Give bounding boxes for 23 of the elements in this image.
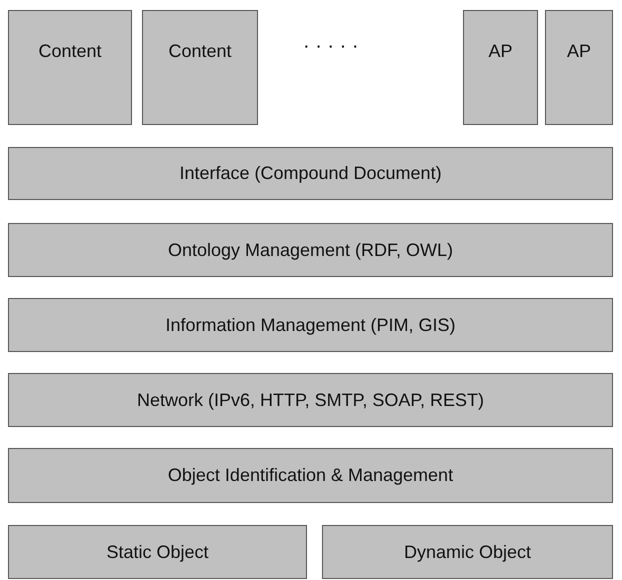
layer-label: Object Identification & Management [168,465,454,486]
ellipsis-text: · · · · · [303,35,359,58]
layer-label: Ontology Management (RDF, OWL) [168,240,454,260]
layer-label: Interface (Compound Document) [179,163,442,184]
layer-label: Dynamic Object [404,542,532,562]
layer-label: AP [566,41,591,62]
layer-band [8,147,613,200]
layer-label: Static Object [106,542,209,562]
object-block [8,525,307,579]
content-block [142,10,258,125]
layer-label: Content [38,41,102,62]
layer-band [8,298,613,352]
layer-label: Content [168,41,232,62]
content-block [8,10,132,125]
layer-band [8,223,613,277]
layer-label: AP [488,41,512,62]
object-block [322,525,613,579]
layer-band [8,373,613,427]
layer-label: Information Management (PIM, GIS) [165,314,456,336]
application-block [545,10,613,125]
application-block [463,10,538,125]
layer-band [8,448,613,503]
layer-label: Network (IPv6, HTTP, SMTP, SOAP, REST) [136,390,484,410]
